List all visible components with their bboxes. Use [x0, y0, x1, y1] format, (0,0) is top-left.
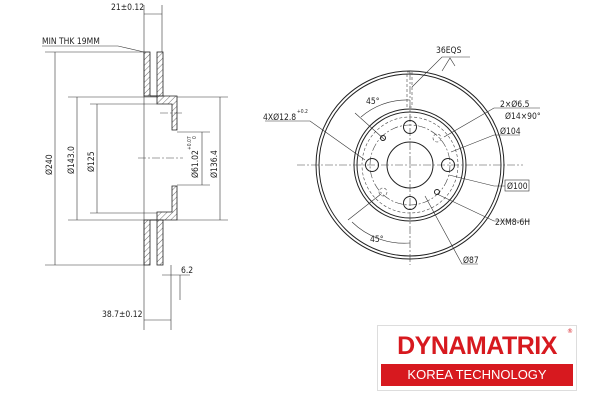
overall-height-dim: 38.7±0.12 [102, 310, 143, 320]
countersink-label: Ø14×90° [505, 111, 541, 122]
logo-brand: DYNAMATRIX [397, 332, 557, 360]
center-bore-dim: Ø61.02 [190, 150, 201, 178]
thickness-dim: 21±0.12 [111, 3, 144, 13]
threads-label: 2XM8-6H [495, 218, 530, 228]
vents-label: 36EQS [436, 46, 462, 56]
pcd-label: Ø100 [507, 181, 528, 192]
front-view [265, 56, 540, 265]
hat-thickness-dim: 6.2 [181, 266, 193, 276]
min-thickness-label: MIN THK 19MM [42, 37, 100, 47]
angle-bottom-label: 45° [370, 235, 384, 245]
bolt-holes-label: 4XØ12.8 [263, 112, 296, 123]
d104-label: Ø104 [500, 126, 521, 137]
registered-mark: ® [567, 328, 573, 335]
dynamatrix-logo: DYNAMATRIX ® KOREA TECHNOLOGY [377, 325, 577, 391]
angle-top-label: 45° [366, 97, 380, 107]
small-holes-label: 2×Ø6.5 [500, 99, 530, 110]
d87-label: Ø87 [463, 255, 479, 266]
hat-diameter-dim: Ø136.4 [209, 150, 220, 178]
side-view [42, 5, 228, 330]
d143-dim: Ø143.0 [66, 146, 77, 174]
logo-tagline: KOREA TECHNOLOGY [381, 364, 573, 386]
d125-dim: Ø125 [86, 151, 97, 172]
center-bore-tolerance-lower: 0 [192, 136, 198, 139]
bolt-holes-tolerance: +0.2 [297, 109, 308, 115]
outer-diameter-dim: Ø240 [44, 154, 55, 175]
center-bore-tolerance: +0.07 [187, 136, 193, 150]
